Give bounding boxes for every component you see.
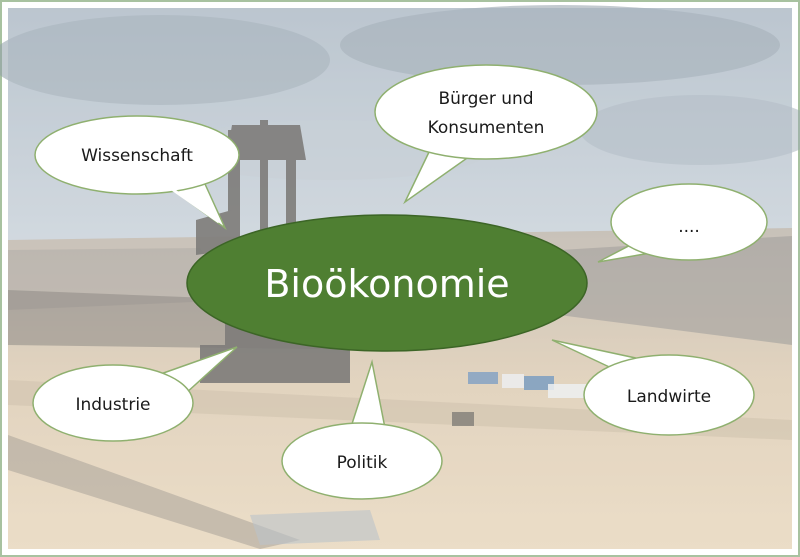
- bubble-label: Industrie: [75, 395, 150, 415]
- center-node: Bioökonomie: [186, 214, 588, 352]
- bubble-more: ....: [597, 183, 768, 263]
- bubble-label: Wissenschaft: [81, 146, 193, 166]
- bubble-label-line-1: Bürger und: [438, 89, 533, 109]
- bubble-shape: [583, 354, 755, 436]
- bubble-label: Landwirte: [627, 387, 711, 407]
- bubble-label: Politik: [337, 453, 388, 473]
- bubble-shape: [32, 364, 194, 442]
- bubble-shape: [610, 183, 768, 261]
- bubble-landwirte: Landwirte: [551, 339, 755, 436]
- bubble-shape: [374, 64, 598, 160]
- bubble-label: ....: [678, 217, 700, 237]
- bubble-tail-mask: [171, 187, 220, 224]
- bubble-wissenschaft: Wissenschaft: [34, 115, 240, 231]
- bubble-shape: [34, 115, 240, 195]
- bubble-buerger: Bürger und Konsumenten: [374, 64, 598, 205]
- background-photo: [0, 5, 800, 549]
- center-label: Bioökonomie: [264, 262, 509, 306]
- bubble-politik: Politik: [281, 359, 443, 500]
- bubble-industrie: Industrie: [32, 346, 238, 442]
- center-ellipse: [186, 214, 588, 352]
- bubble-label-line-2: Konsumenten: [428, 118, 545, 138]
- bubble-shape: [281, 422, 443, 500]
